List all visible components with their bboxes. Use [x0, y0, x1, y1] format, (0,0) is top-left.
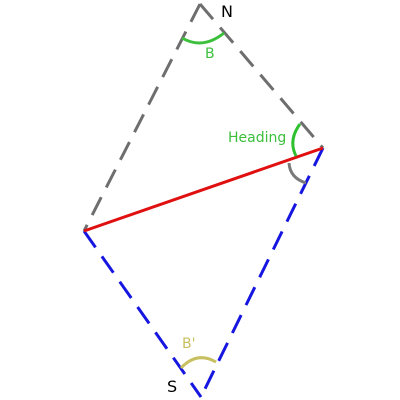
angle-b-prime-label: B': [182, 336, 195, 352]
angle-b-label: B: [205, 46, 215, 62]
heading-label: Heading: [228, 130, 286, 146]
south-right-dashed-line: [199, 147, 325, 398]
south-left-dashed-line: [82, 230, 203, 398]
right-angle-arc: [287, 162, 307, 185]
north-right-dashed-line: [198, 3, 325, 149]
heading-line: [83, 146, 324, 233]
north-label: N: [221, 2, 233, 21]
angle-b-prime-arc: [179, 356, 217, 370]
south-label: S: [167, 377, 177, 396]
north-left-dashed-line: [82, 3, 202, 232]
heading-angle-arc: [291, 123, 302, 157]
angle-b-arc: [181, 31, 225, 45]
